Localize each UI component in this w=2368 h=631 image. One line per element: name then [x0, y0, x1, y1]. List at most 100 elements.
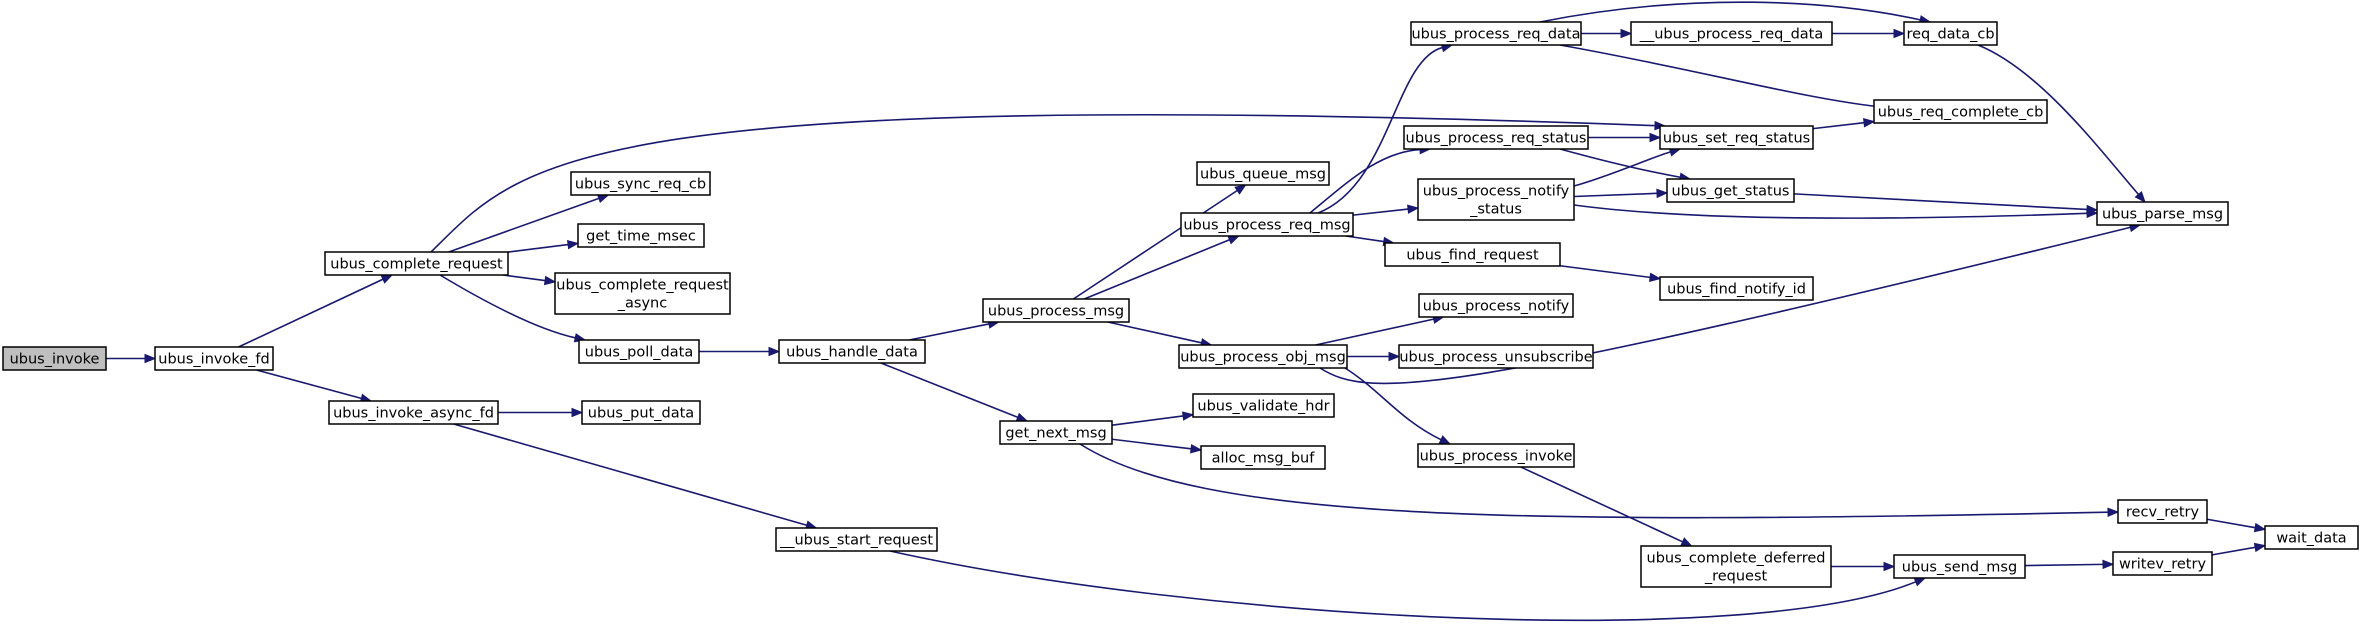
edge-invoke-to-invoke_fd: [106, 353, 157, 364]
edge-invoke_fd-to-invoke_async_fd: [256, 369, 373, 403]
node-get-time-msec[interactable]: get_time_msec: [577, 223, 705, 248]
node-box: [1196, 161, 1330, 186]
node-complete-request[interactable]: ubus_complete_request: [324, 251, 509, 276]
edge-arrowhead: [1649, 132, 1662, 143]
node-invoke[interactable]: ubus_invoke: [2, 346, 107, 371]
edge-arrowhead: [1015, 412, 1029, 422]
node-complete-request-async[interactable]: ubus_complete_request_async: [554, 272, 731, 315]
node-process-msg[interactable]: ubus_process_msg: [982, 298, 1130, 323]
edge-arrowhead: [1863, 118, 1876, 128]
node-process-invoke[interactable]: ubus_process_invoke: [1417, 443, 1575, 468]
node-sync-req-cb[interactable]: ubus_sync_req_cb: [570, 171, 711, 196]
node-box: [2117, 499, 2208, 524]
node-set-req-status[interactable]: ubus_set_req_status: [1659, 125, 1814, 150]
node-label: ubus_put_data: [588, 406, 694, 422]
edge-process_notify_status-to-set_req_status: [1573, 147, 1682, 187]
node-recv-retry[interactable]: recv_retry: [2117, 499, 2208, 524]
node-handle-data[interactable]: ubus_handle_data: [778, 339, 926, 364]
edge-arrowhead: [566, 239, 580, 250]
node-label: ubus_process_msg: [988, 304, 1124, 320]
node-get-status[interactable]: ubus_get_status: [1666, 178, 1795, 203]
edge-line: [1977, 44, 2140, 195]
edge-line: [909, 323, 990, 341]
node-box: [1659, 125, 1814, 150]
node-label: ubus_set_req_status: [1663, 131, 1810, 147]
node-alloc-msg-buf[interactable]: alloc_msg_buf: [1200, 445, 1326, 470]
edge-line: [453, 423, 807, 527]
edge-line: [2206, 518, 2256, 529]
edge-process_notify_status-to-get_status: [1573, 188, 1669, 199]
edge-line: [439, 274, 576, 339]
node-box: [554, 272, 731, 315]
edge-line: [1812, 121, 1865, 130]
node-complete-deferred-request[interactable]: ubus_complete_deferred_request: [1640, 545, 1832, 588]
edge-arrowhead: [144, 353, 157, 364]
node-process-req-msg[interactable]: ubus_process_req_msg: [1180, 212, 1354, 237]
node-label: ubus_validate_hdr: [1197, 399, 1329, 415]
node-box: [982, 298, 1130, 323]
edge-line: [1573, 151, 1671, 187]
edge-arrowhead: [1190, 444, 1203, 454]
node-process-unsubscribe[interactable]: ubus_process_unsubscribe: [1398, 344, 1594, 369]
node-priv-process-req-data[interactable]: __ubus_process_req_data: [1630, 21, 1833, 46]
node-send-msg[interactable]: ubus_send_msg: [1893, 554, 2026, 579]
node-queue-msg[interactable]: ubus_queue_msg: [1196, 161, 1330, 186]
node-label: ubus_invoke: [10, 352, 100, 368]
edge-line: [1309, 148, 1421, 214]
node-put-data[interactable]: ubus_put_data: [581, 400, 701, 425]
node-get-next-msg[interactable]: get_next_msg: [999, 420, 1113, 445]
edge-line: [238, 278, 384, 348]
node-find-notify-id[interactable]: ubus_find_notify_id: [1659, 276, 1814, 301]
node-box: [1659, 276, 1814, 301]
node-process-obj-msg[interactable]: ubus_process_obj_msg: [1178, 344, 1348, 369]
node-label: ubus_get_status: [1671, 184, 1789, 200]
node-process-notify-status[interactable]: ubus_process_notify_status: [1417, 178, 1575, 221]
edge-complete_request-to-get_time_msec: [507, 239, 580, 253]
node-box: [154, 346, 274, 371]
node-process-req-status[interactable]: ubus_process_req_status: [1403, 125, 1589, 150]
node-req-data-cb[interactable]: req_data_cb: [1903, 21, 1998, 46]
node-box: [1417, 443, 1575, 468]
edge-arrowhead: [2253, 522, 2267, 533]
node-poll-data[interactable]: ubus_poll_data: [578, 339, 700, 364]
edge-set_req_status-to-req_complete_cb: [1812, 118, 1876, 130]
edge-arrowhead: [2134, 190, 2146, 204]
node-process-req-data[interactable]: ubus_process_req_data: [1410, 21, 1582, 46]
node-validate-hdr[interactable]: ubus_validate_hdr: [1192, 393, 1335, 418]
node-label: alloc_msg_buf: [1212, 451, 1316, 467]
edge-arrowhead: [543, 275, 557, 286]
edge-arrowhead: [1893, 28, 1906, 39]
edge-handle_data-to-process_msg: [909, 319, 1001, 341]
node-label: ubus_invoke_fd: [158, 352, 269, 368]
node-invoke-async-fd[interactable]: ubus_invoke_async_fd: [328, 400, 499, 425]
node-box: [1410, 21, 1582, 46]
node-label: recv_retry: [2126, 505, 2200, 521]
edge-line: [1559, 264, 1651, 279]
node-parse-msg[interactable]: ubus_parse_msg: [2096, 201, 2229, 226]
edge-arrowhead: [768, 346, 781, 357]
node-box: [570, 171, 711, 196]
edge-get_next_msg-to-recv_retry: [1079, 443, 2120, 519]
node-label: ubus_find_request: [1406, 248, 1539, 264]
node-label: _async: [617, 296, 667, 312]
node-req-complete-cb[interactable]: ubus_req_complete_cb: [1873, 99, 2048, 124]
node-invoke-fd[interactable]: ubus_invoke_fd: [154, 346, 274, 371]
node-label: ubus_process_req_status: [1406, 131, 1587, 147]
node-start-request[interactable]: __ubus_start_request: [775, 527, 938, 552]
edge-arrowhead: [2253, 542, 2267, 553]
edge-line: [1079, 443, 2109, 519]
edge-line: [1344, 367, 1442, 441]
node-process-notify[interactable]: ubus_process_notify: [1418, 293, 1574, 318]
edge-line: [1573, 204, 2088, 220]
node-box: [1403, 125, 1589, 150]
node-find-request[interactable]: ubus_find_request: [1384, 242, 1561, 267]
edge-line: [889, 550, 1917, 622]
edge-line: [256, 369, 362, 400]
node-box: [2112, 551, 2213, 576]
node-wait-data[interactable]: wait_data: [2264, 525, 2359, 550]
edge-complete_request-to-complete_request_async: [503, 274, 557, 286]
node-writev-retry[interactable]: writev_retry: [2112, 551, 2213, 576]
edge-line: [1520, 466, 1683, 543]
edge-arrowhead: [1656, 188, 1669, 199]
node-label: ubus_process_notify: [1423, 299, 1570, 315]
